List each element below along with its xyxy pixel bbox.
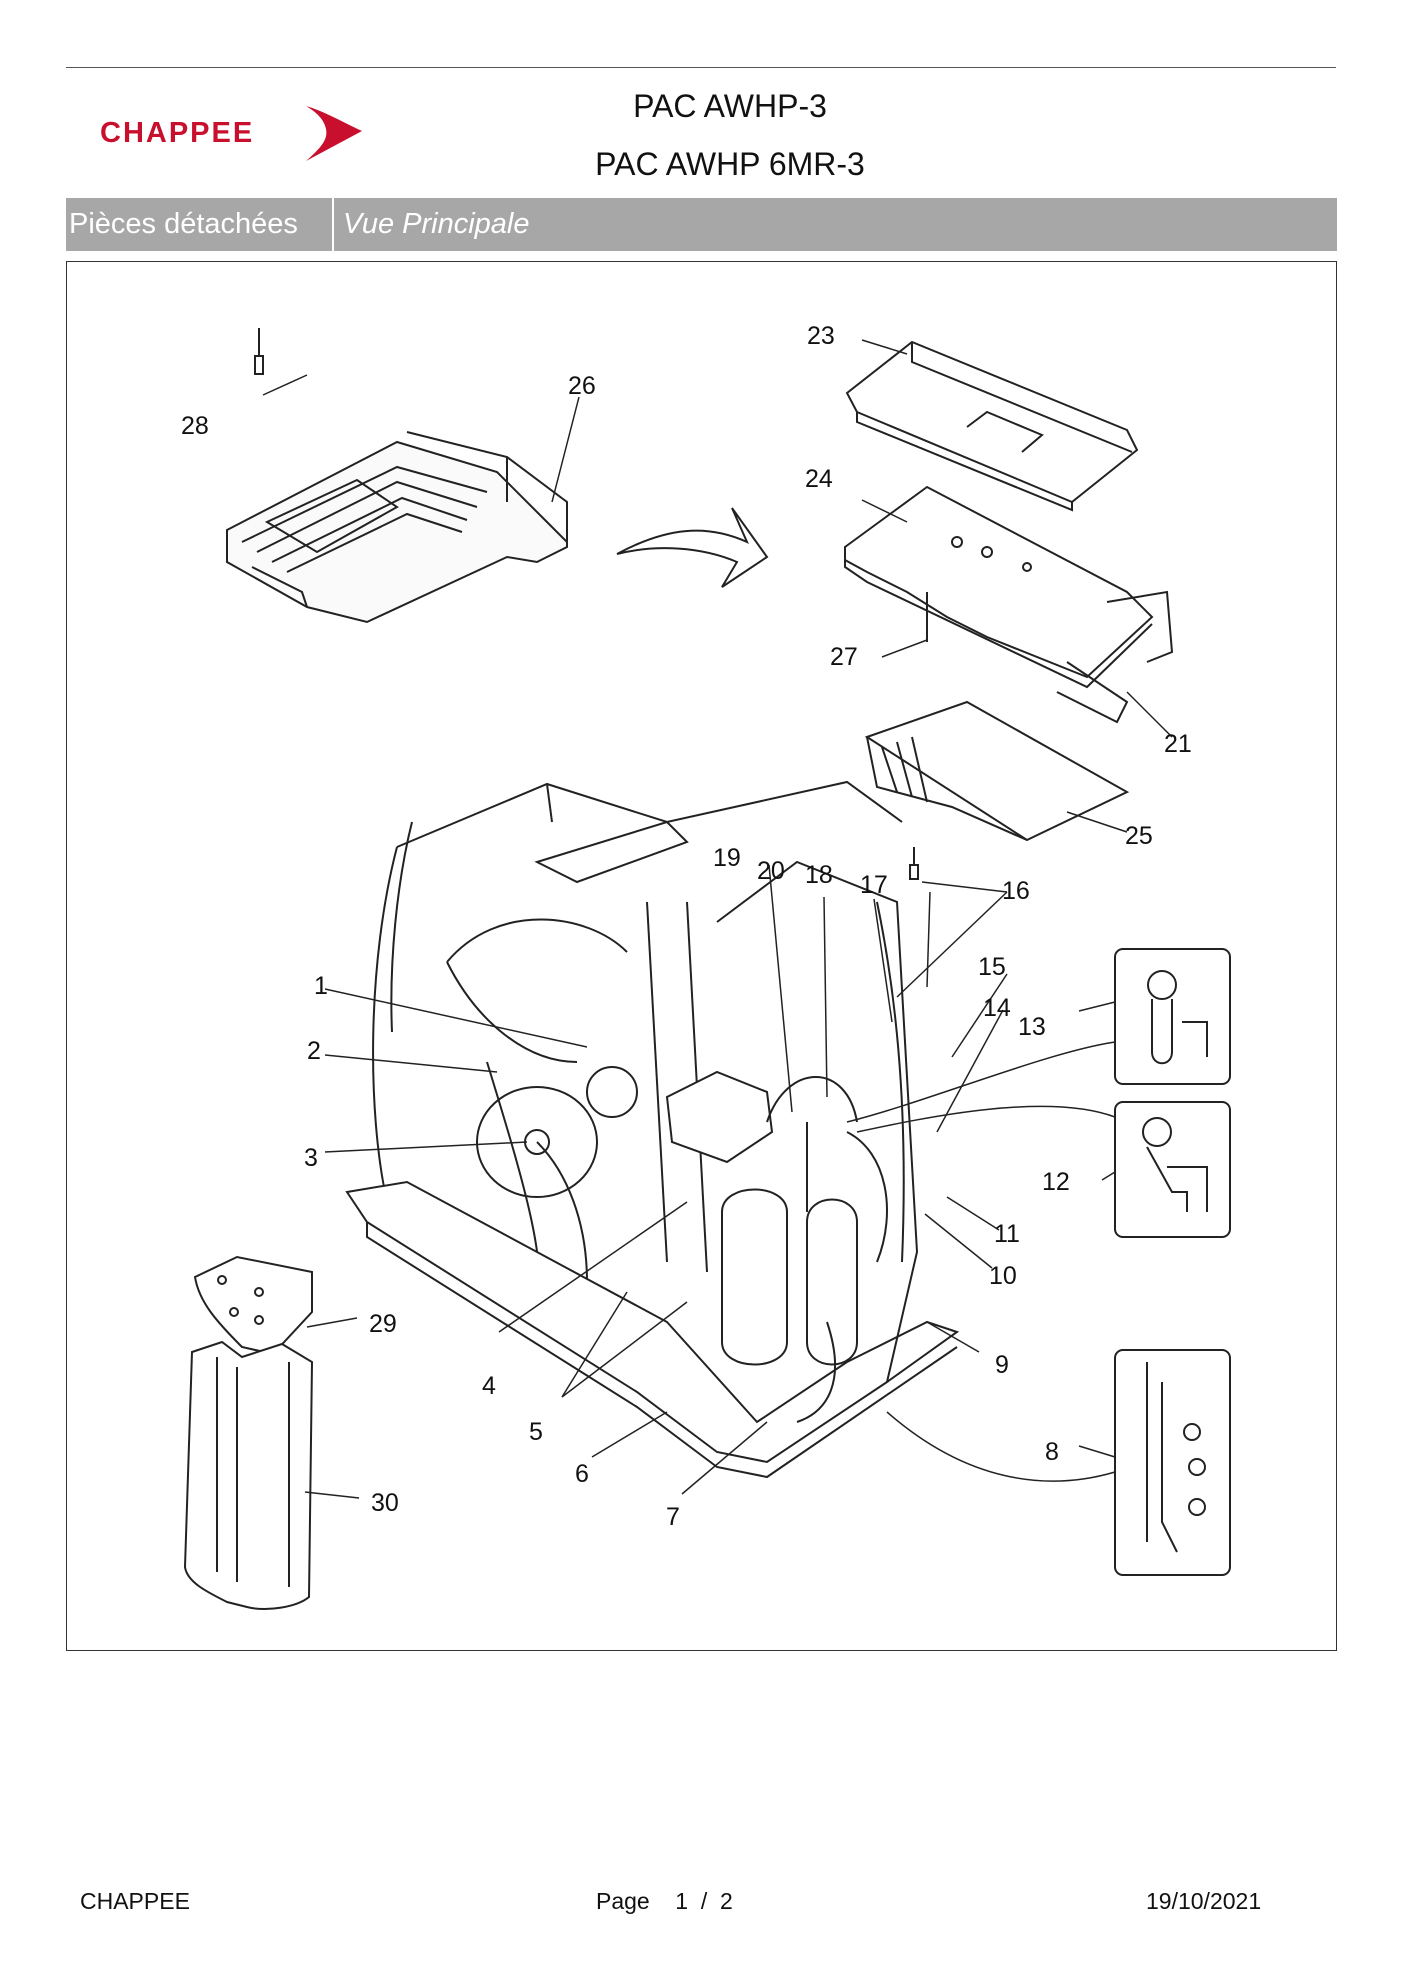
inset-12 — [1114, 1101, 1231, 1238]
callout-2: 2 — [307, 1037, 321, 1065]
page-current: 1 — [675, 1888, 689, 1914]
exploded-view-frame: 28 26 23 24 27 21 25 19 20 18 17 16 15 1… — [66, 261, 1337, 1651]
callout-17: 17 — [860, 871, 888, 899]
cover-drawing — [845, 340, 1139, 512]
callout-5: 5 — [529, 1418, 543, 1446]
top-rule — [66, 67, 1336, 68]
callout-29: 29 — [369, 1310, 397, 1338]
inset-8 — [1114, 1349, 1231, 1576]
valve-12-drawing — [1142, 1117, 1208, 1212]
section-label: Pièces détachées — [66, 198, 334, 251]
callout-9: 9 — [995, 1351, 1009, 1379]
footer-brand: CHAPPEE — [80, 1888, 190, 1914]
callout-19: 19 — [713, 844, 741, 872]
callout-27: 27 — [830, 643, 858, 671]
exploded-view-diagram: 28 26 23 24 27 21 25 19 20 18 17 16 15 1… — [181, 322, 1231, 1610]
pcb-drawing — [864, 700, 1130, 842]
callout-28: 28 — [181, 412, 209, 440]
valve-13-drawing — [1147, 970, 1208, 1065]
main-unit-drawing — [345, 780, 960, 1479]
product-subtitle: PAC AWHP 6MR-3 — [595, 146, 865, 182]
callout-4: 4 — [482, 1372, 496, 1400]
callout-21: 21 — [1164, 730, 1192, 758]
logo-arrow-icon — [306, 106, 362, 161]
sensor-16-drawing — [909, 847, 919, 880]
callout-18: 18 — [805, 861, 833, 889]
footer-date: 19/10/2021 — [1146, 1888, 1262, 1914]
callout-26: 26 — [568, 372, 596, 400]
callout-10: 10 — [989, 1262, 1017, 1290]
callout-7: 7 — [666, 1503, 680, 1531]
callout-15: 15 — [978, 953, 1006, 981]
brand-logo: CHAPPEE — [100, 103, 365, 163]
callout-14: 14 — [983, 994, 1011, 1022]
product-title: PAC AWHP-3 — [633, 88, 827, 124]
callout-24: 24 — [805, 465, 833, 493]
callout-16: 16 — [1002, 877, 1030, 905]
page-separator: / — [700, 1888, 708, 1914]
callout-8: 8 — [1045, 1438, 1059, 1466]
callout-11: 11 — [994, 1220, 1020, 1248]
page-label: Page — [596, 1888, 650, 1914]
callout-6: 6 — [575, 1460, 589, 1488]
view-label: Vue Principale — [343, 208, 530, 240]
side-panel-drawing — [183, 1255, 314, 1610]
callout-20: 20 — [757, 857, 785, 885]
callout-1: 1 — [314, 972, 328, 1000]
callout-25: 25 — [1125, 822, 1153, 850]
valve-8-drawing — [1146, 1362, 1206, 1553]
control-box-drawing — [226, 431, 568, 624]
callout-12: 12 — [1042, 1168, 1070, 1196]
section-bar: Pièces détachées Vue Principale — [66, 198, 1337, 251]
tray-drawing — [844, 485, 1174, 724]
page-total: 2 — [720, 1888, 733, 1914]
callout-30: 30 — [371, 1489, 399, 1517]
callout-13: 13 — [1018, 1013, 1046, 1041]
footer-page-indicator: Page 1 / 2 — [596, 1888, 733, 1915]
transfer-arrow — [616, 507, 769, 588]
sensor-28-drawing — [254, 328, 264, 375]
logo-wordmark: CHAPPEE — [100, 117, 255, 149]
callout-3: 3 — [304, 1144, 318, 1172]
callout-23: 23 — [807, 322, 835, 350]
